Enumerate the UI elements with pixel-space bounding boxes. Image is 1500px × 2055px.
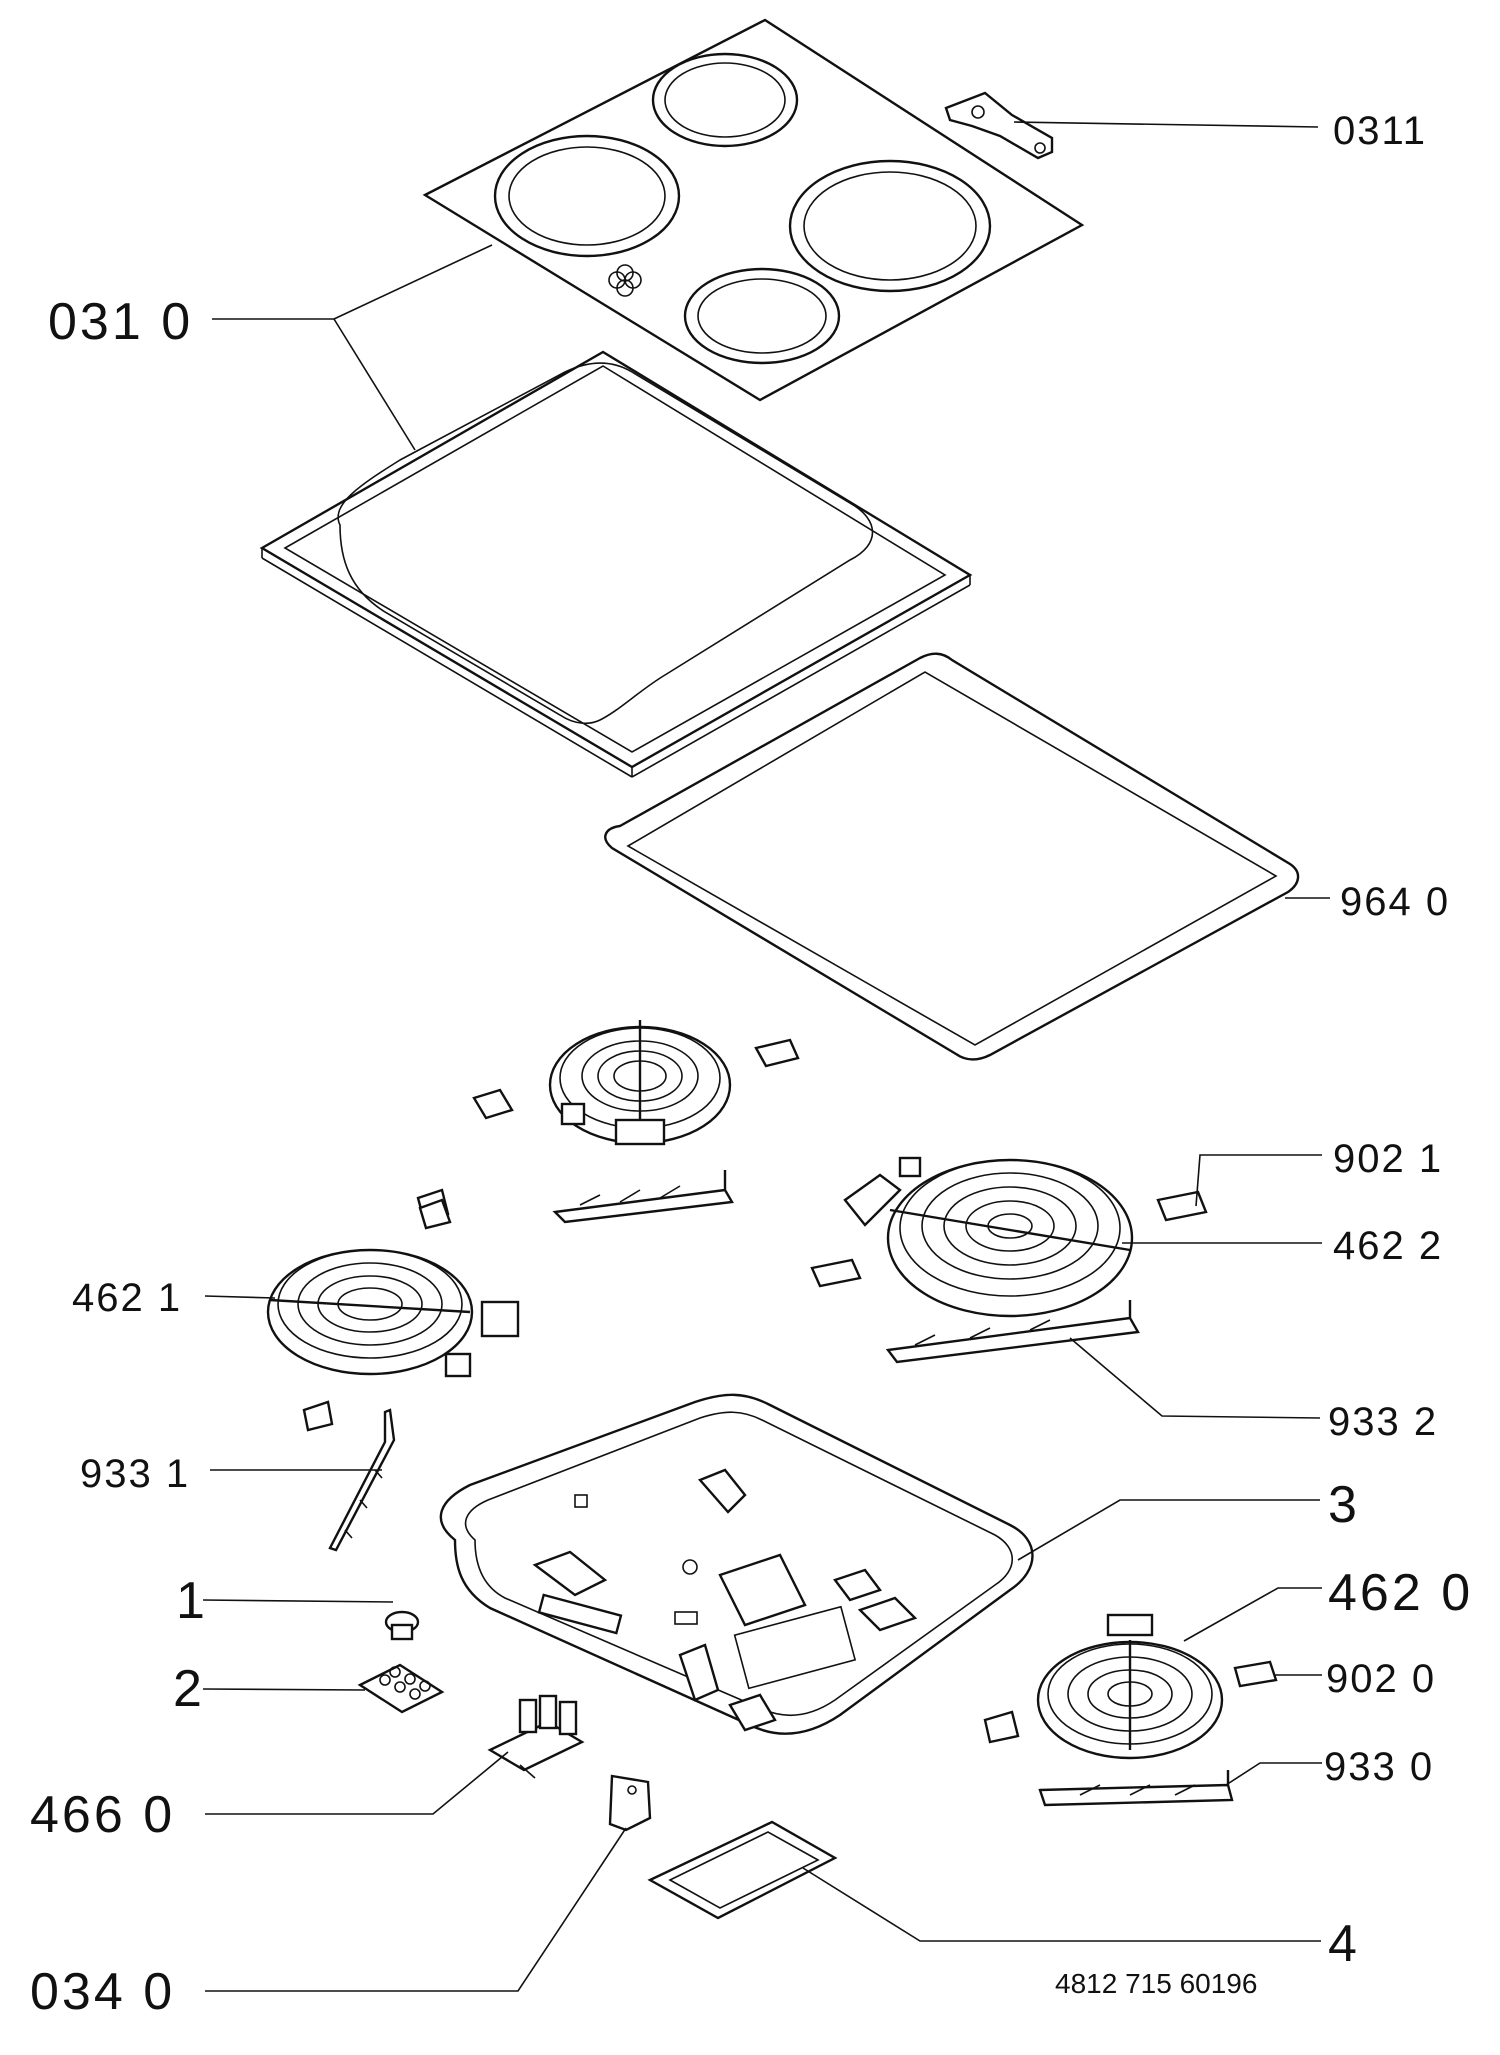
heating-element-bottom-right [1036,1613,1224,1760]
fixing-clip [1156,1190,1208,1222]
callout-labels: 0311 031 0 964 0 902 1 462 2 462 1 933 2… [30,109,1473,2021]
thermal-limiter-part [944,91,1054,160]
support-bracket-9331 [328,1408,396,1552]
heating-element-left [266,1248,520,1378]
fixing-clip [472,1088,514,1120]
callout-0311: 0311 [1333,109,1427,153]
terminal-block [357,1663,445,1714]
fixing-clip [983,1710,1020,1744]
control-knob [384,1610,420,1641]
support-bracket-9332 [885,1300,1140,1364]
hob-gasket [604,652,1300,1061]
callout-902-1: 902 1 [1333,1137,1443,1181]
callout-902-0: 902 0 [1326,1657,1436,1701]
callout-031-0: 031 0 [48,293,193,351]
fixing-clip [754,1038,800,1068]
callout-462-1: 462 1 [72,1276,182,1320]
document-number: 4812 715 60196 [1055,1968,1257,1999]
callout-3: 3 [1328,1476,1360,1534]
glass-ceramic-hob-top [422,18,1085,402]
mounting-hinge [608,1774,652,1832]
heating-element-large [843,1156,1134,1318]
fixing-clip [810,1258,862,1288]
callout-4: 4 [1328,1915,1360,1973]
support-bracket [552,1170,734,1224]
zone-indicator-icon [608,264,642,297]
callout-2: 2 [173,1660,205,1718]
callout-462-2: 462 2 [1333,1224,1443,1268]
callout-462-0: 462 0 [1328,1564,1473,1622]
callout-933-2: 933 2 [1328,1400,1438,1444]
callout-1: 1 [176,1572,208,1630]
cover-plate [647,1820,838,1920]
fixing-clip [418,1198,452,1230]
fixing-clip [302,1400,334,1432]
callout-964-0: 964 0 [1340,880,1450,924]
support-bracket-9330 [1038,1770,1234,1807]
hob-frame [259,350,973,778]
callout-034-0: 034 0 [30,1963,175,2021]
fixing-clip [1233,1660,1278,1688]
control-board [487,1694,585,1779]
callout-466-0: 466 0 [30,1786,175,1844]
callout-933-1: 933 1 [80,1452,190,1496]
heating-element-small-top [548,1020,732,1146]
base-tray [439,1393,1034,1735]
leader-lines [202,121,1330,1992]
callout-933-0: 933 0 [1324,1745,1434,1789]
